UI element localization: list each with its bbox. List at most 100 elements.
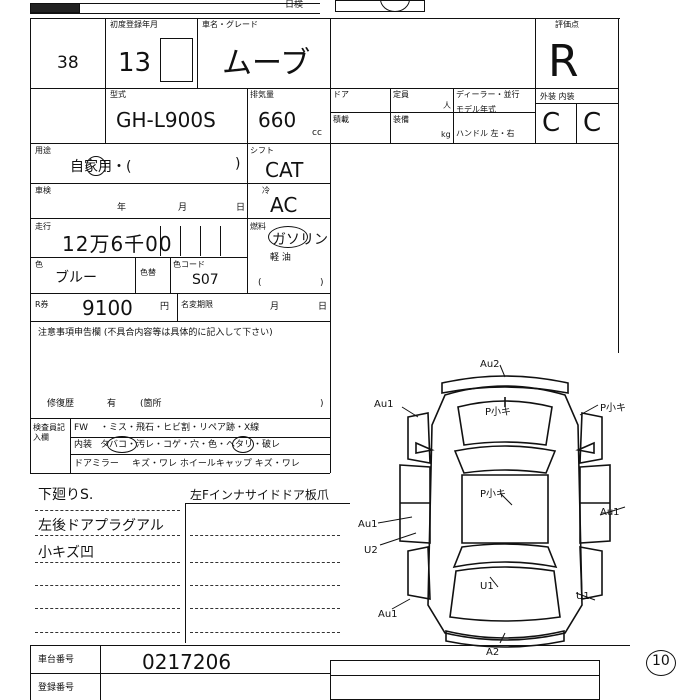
car-name: ムーブ xyxy=(222,46,311,81)
ext-int-label: 外装 内装 xyxy=(540,92,575,101)
insp-day: 日 xyxy=(236,203,246,213)
mileage-tick3 xyxy=(200,226,201,256)
top-border-2 xyxy=(30,13,320,14)
color-label: 色 xyxy=(35,260,43,269)
check-line1 xyxy=(70,437,330,438)
paren-open: ( xyxy=(258,278,262,288)
displacement-value: 660 xyxy=(258,108,297,132)
shift-label: シフト xyxy=(250,146,274,155)
color-change-label: 色替 xyxy=(140,268,156,277)
repair-has: 有 xyxy=(107,399,117,409)
remark-dot11 xyxy=(190,632,340,633)
repair-bottom xyxy=(30,418,330,419)
mileage-tick1 xyxy=(160,226,161,256)
model-value: GH-L900S xyxy=(116,108,216,132)
footer-right-box xyxy=(330,660,600,700)
check-row3-key: ドアミラー xyxy=(74,459,119,469)
page-mark-circle xyxy=(646,650,676,676)
remark-line4: 小キズ凹 xyxy=(38,545,94,561)
door-label: ドア xyxy=(333,90,349,99)
spec-div2 xyxy=(390,88,391,143)
spec-midline xyxy=(330,112,535,113)
mileage-tick4 xyxy=(220,226,221,256)
color-bottom xyxy=(30,293,330,294)
ann-left-side1: Au1 xyxy=(358,519,378,530)
yen-unit: 円 xyxy=(160,302,170,312)
grade-divider xyxy=(576,103,577,143)
check-divider xyxy=(70,418,71,473)
ann-left-front: Au1 xyxy=(374,399,394,410)
ann-rear-window: U1 xyxy=(480,581,494,592)
ac-value: AC xyxy=(270,193,298,217)
ann-hood: P小キ xyxy=(485,406,511,418)
spec-div1 xyxy=(247,88,248,143)
usage-circle xyxy=(86,156,106,176)
check-row3-items: キズ・ワレ ホイールキャップ キズ・ワレ xyxy=(132,459,300,469)
mileage-value: 12万6千00 xyxy=(62,232,173,256)
model-year-label: モデル年式 xyxy=(456,105,496,114)
transfer-day: 日 xyxy=(318,302,328,312)
light-oil: 軽 油 xyxy=(270,253,291,263)
check-row1-key: FW xyxy=(74,423,89,433)
reg-label: 登録番号 xyxy=(38,683,75,693)
remark-line2: 左Fインナサイドドア板爪 xyxy=(190,488,329,502)
year-label: 初度登録年月 xyxy=(110,20,158,29)
header-black-tab xyxy=(30,3,80,13)
cc-unit: cc xyxy=(312,128,322,138)
displacement-label: 排気量 xyxy=(250,90,274,99)
color-code-value: S07 xyxy=(192,272,219,288)
class-label: 装備 xyxy=(393,115,409,124)
mileage-label: 走行 xyxy=(35,222,51,231)
repair-paren: (箇所 xyxy=(140,399,162,409)
footer-left xyxy=(30,645,31,700)
year-month-box xyxy=(160,38,193,82)
repair-label: 修復歴 xyxy=(47,399,75,409)
remark-vline xyxy=(185,503,186,643)
check-label: 検査員記入欄 xyxy=(33,423,65,442)
mileage-bottom xyxy=(30,257,247,258)
usage-label: 用途 xyxy=(35,146,51,155)
usage-bottom xyxy=(30,183,330,184)
check-row2-key: 内装 xyxy=(74,440,93,450)
recycle-bottom xyxy=(30,321,330,322)
footer-right-line xyxy=(330,675,600,676)
ann-right-front: P小キ xyxy=(600,402,626,414)
remark-dot5 xyxy=(35,608,180,609)
footer-mid xyxy=(30,673,330,674)
score-label: 評価点 xyxy=(555,20,579,29)
ext-grade: C xyxy=(542,108,561,138)
ann-roof: P小キ xyxy=(480,488,506,500)
remark-dot1 xyxy=(35,510,180,511)
check-row2-items: タバコ・汚レ・コゲ・穴・色・ヘタリ・破レ xyxy=(100,440,281,450)
transfer-label: 名変期限 xyxy=(181,300,213,309)
recycle-divider xyxy=(177,293,178,321)
remark-dot6 xyxy=(35,632,180,633)
transfer-month: 月 xyxy=(270,302,280,312)
right-frame xyxy=(618,18,619,353)
year-divider xyxy=(197,18,198,88)
color-div2 xyxy=(170,257,171,293)
spec-div3 xyxy=(453,88,454,143)
lot-divider xyxy=(105,18,106,143)
row2-bottom xyxy=(30,143,618,144)
recycle-value: 9100 xyxy=(82,296,133,320)
middle-frame xyxy=(330,18,331,473)
remark-dot9 xyxy=(190,585,340,586)
remark-dot3 xyxy=(35,562,180,563)
score-divider xyxy=(535,18,536,143)
int-grade: C xyxy=(583,108,602,138)
ann-right-rear: U1 xyxy=(576,591,590,602)
chassis-value: 0217206 xyxy=(142,650,232,674)
ann-left-rear: Au1 xyxy=(378,609,398,620)
capacity-label: 定員 xyxy=(393,90,409,99)
check-bottom xyxy=(30,473,330,474)
score-value: R xyxy=(548,36,579,87)
top-border xyxy=(30,3,320,4)
check-row1-items: ・ミス・飛石・ヒビ割・リペア跡・X線 xyxy=(100,423,260,433)
left-frame xyxy=(30,18,31,473)
load-label: 積載 xyxy=(333,115,349,124)
paren-close: ) xyxy=(320,278,324,288)
remark-underline xyxy=(185,503,350,504)
handle-label: ハンドル 左・右 xyxy=(456,129,515,138)
